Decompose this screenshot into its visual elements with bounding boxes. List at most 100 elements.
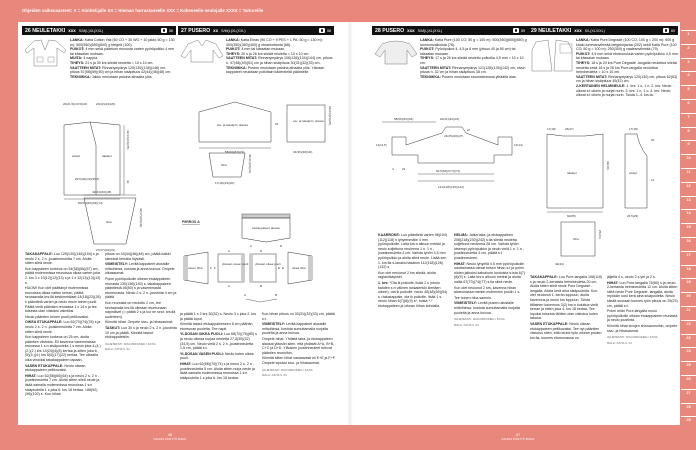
dim-label: 23	[402, 167, 406, 171]
section-label: TEKNIIKKA:	[70, 74, 91, 79]
credits: MALLI: KATIA S. 54	[454, 322, 479, 327]
instruction-paragraph: KAARROKE: Luo pääntietä varten 98(104)(1…	[378, 233, 450, 270]
piece-label: etukappaleen alaosa	[252, 226, 280, 230]
piece-label: etu- ja takakpl:n yläosa	[293, 119, 324, 123]
sizes: S/L(XL/XXL)	[584, 28, 605, 33]
photo-page: 60	[671, 28, 675, 33]
instruction-paragraph: VAATTEEN MITAT: Rinnanympärys 120(130) c…	[576, 75, 678, 84]
paragraph-text: Luo 62(70)(74)(78) s ja neulo 2 s. 2 n -…	[25, 320, 101, 334]
magazine-caption: KAUNIS KÄSITYÖ 8/2021	[153, 437, 187, 441]
paragraph-text: Luo Pure-langalla 108(118) s ja neulo 2-…	[530, 275, 603, 321]
paragraph-text: Neulo pääntien toinen puoli peilikuvaksi…	[25, 314, 89, 319]
page-number: 46	[167, 432, 173, 437]
section-label: TIHEYS:	[70, 60, 85, 65]
instructions-29b: jäljellä 4 s, neulo 2 s yht ja 2 s.HIHAT…	[607, 275, 679, 423]
instruction-paragraph: 2-KERTAINEN HELMINEULE: 1. krs: 1 o, 1 n…	[576, 84, 678, 98]
ruler-tick: 8	[681, 126, 696, 133]
section-label: TASKUT:	[105, 325, 121, 330]
paragraph-text: Kiinnitä sitten hihat vastaavasti eli E+…	[262, 356, 336, 365]
instruction-paragraph: LANKA: Katia Pure (100 CO; 50 g = 100 m)…	[420, 38, 528, 47]
ruler-tick: 15	[681, 223, 696, 229]
instruction-paragraph: VAATTEEN MITAT: Rinnanympärys 106(126)(1…	[226, 56, 334, 65]
dim-label: 27(27)(29)(31)	[96, 248, 115, 252]
ruler-tick: 10	[681, 154, 696, 160]
piece-label: takakpl	[102, 154, 112, 158]
section-label: PUIKOT:	[420, 47, 435, 52]
pattern-spec-29: LANKA: Katia Pure Degradé (100 CO; 100 g…	[576, 38, 678, 98]
magazine-caption: KAUNIS KÄSITYÖ 8/2021	[501, 437, 535, 441]
section-label: PUIKOT:	[576, 51, 591, 56]
instruction-paragraph: LANKA: Katia Eleas (90 CO + 9 PES + 1 PA…	[226, 38, 334, 47]
ruler-tick: 25	[681, 361, 696, 367]
paragraph-text: Luo 125(130)(146)(154) s ja neulo 2 s. 2…	[25, 252, 99, 266]
dim-label: 60(63)(66)(69)(74)	[78, 201, 103, 205]
paragraph-text: Kun kappaleen korkeus on 25 cm, aloita p…	[25, 335, 101, 363]
section-label: HIHAT:	[180, 361, 192, 366]
schematic-26: 20(21,5)(23,5)(24) 20(22)(24)(26) etukpl…	[63, 102, 130, 205]
instruction-paragraph: TIHEYS: 17 s ja 26 krs sileää neulettu p…	[420, 56, 528, 65]
dim-label: 29,5(32)(34)(36,5)	[75, 177, 99, 181]
instruction-paragraph: TIHEYS: 21 s ja 30 krs sileää neuletta =…	[70, 61, 176, 66]
section-label: TEKNIIKKA:	[420, 74, 441, 79]
paragraph-text: 20 s ja 26 krs sileää neuletta = 10 x 10…	[241, 51, 310, 56]
section-label: 2-KERTAINEN HELMINEULE:	[576, 83, 626, 88]
paragraph-text: Levitä kappaleet alustalle mittoihinsa, …	[262, 322, 328, 336]
instruction-paragraph: Neulo pääntien toinen puoli peilikuvaksi…	[25, 315, 101, 320]
section-label: OIKEA ETUKAPPALE:	[25, 320, 63, 325]
paragraph-text: Neulo lyhyellä 4,5 mm pyöröpuikolle odot…	[454, 261, 526, 284]
instruction-paragraph: Kiinnitä hihat sivujen sivusaumoihin, om…	[607, 324, 679, 333]
instruction-paragraph: HELMA: Jatka taka- ja etukappaleen 206(2…	[454, 233, 526, 261]
paragraph-text: Poimi pyöröpuikolle oikean etukappaleen …	[105, 276, 177, 300]
instruction-paragraph: HIHAT: Luo Pure-langalla 76(80) s ja neu…	[607, 281, 679, 309]
instruction-paragraph: Kun kappaleen korkeus on 54(55)(56)(57) …	[25, 267, 101, 285]
section-label: TAKAKAPPALE:	[25, 252, 53, 256]
dim-label: 60(65)	[567, 214, 576, 218]
instruction-paragraph: LANKA: Katia Pure Degradé (100 CO; 100 g…	[576, 38, 678, 52]
camera-icon	[663, 28, 669, 33]
section-label: YLÄOSAN VASEN PUOLI:	[180, 351, 224, 356]
section-label: PUIKOT:	[226, 47, 241, 52]
section-label: VAATTEEN MITAT:	[226, 56, 258, 61]
ruler-tick: 24	[681, 347, 696, 353]
section-label: LANKA:	[226, 38, 240, 42]
instruction-paragraph: Poimi pyöröpuikolle oikean etukappaleen …	[105, 277, 177, 300]
instruction-paragraph: PUIKOT: 4 mm sekä päärtiom reunusta vart…	[70, 47, 176, 56]
section-label: MUITA:	[70, 56, 83, 61]
piece-label: hiha	[106, 220, 112, 224]
instruction-paragraph: TIHEYS: 20 s ja 26 krs sileää neuletta =…	[226, 52, 334, 57]
section-label: VAATTEEN MITAT:	[420, 65, 452, 70]
piece-label: etukpl	[72, 154, 80, 158]
paragraph-text: Ompele hihat. Yhdistä taka- ja etukappal…	[262, 336, 335, 355]
ruler-tick: 18	[681, 264, 696, 271]
cardigan-sketch	[24, 39, 67, 67]
instruction-paragraph: Poimi reiän Pure-langalla neulo pyöröpui…	[607, 309, 679, 323]
dim-label: 60,5(64)(67,5)(71)	[436, 169, 460, 173]
ruler-tick: 19	[681, 278, 696, 284]
piece-label: vasen hiha	[188, 266, 203, 270]
pattern-header-26: 26 NEULETAKKI xxx S/M(L)XL(XXL) 56	[22, 26, 176, 35]
difficulty-legend: Ohjeiden vaikeusasteet: X = Aloittelijal…	[22, 8, 264, 13]
pattern-title: NEULETAKKI	[32, 27, 66, 34]
credits: OHJETEKSTI: IRJA MIKKONEN / KATIA	[262, 367, 313, 372]
paragraph-text: 4,5 mm sekä etureunuksia varten pyöröpui…	[576, 51, 678, 61]
instruction-paragraph: 1. krs: *Ota lk puikolle, lisää 1 s (neu…	[378, 281, 450, 309]
camera-icon	[161, 28, 167, 33]
piece-label: etukpl	[629, 171, 637, 175]
instruction-paragraph: TEKNIIKKA: Pusero neulotaan saumattomana…	[420, 75, 528, 80]
instruction-paragraph: OIKEA ETUKAPPALE: Luo 62(70)(74)(78) s j…	[25, 320, 101, 334]
instruction-paragraph: VAATTEEN MITAT: Rinnanympärys 121(128)(1…	[420, 66, 528, 75]
paragraph-text: Rinnanympärys 120(130) cm, pituus 62(63)…	[576, 74, 678, 84]
paragraph-text: Pusero neulotaan paloina alhaalta ylös. …	[226, 65, 325, 75]
pattern-spec-26: LANKA: Katia Cotton Yak (60 CO + 30 WO +…	[70, 38, 176, 79]
join-label: F	[210, 266, 212, 270]
paragraph-text: Luo pääntietä varten 98(104)(112)(118) s…	[378, 233, 448, 270]
join-label: D	[260, 249, 263, 253]
piece-label: oikea hiha	[292, 266, 306, 270]
paragraph-text: Katia Cotton Yak (60 CO + 30 WO + 10 jak…	[70, 38, 175, 47]
credits: OHJETEKSTI: IRJA MIKKONEN / KATIA	[454, 317, 505, 322]
paragraph-text: Katia Pure (100 CO; 50 g = 100 m): 500(5…	[420, 38, 527, 47]
dim-label: 17(18)	[547, 127, 556, 131]
paragraph-text: 21 s ja 30 krs sileää neuletta = 10 x 10…	[85, 60, 154, 65]
paragraph-text: Luo 52(58)(60)(64) s ja neulo 2 s. 2 n -…	[25, 373, 100, 397]
